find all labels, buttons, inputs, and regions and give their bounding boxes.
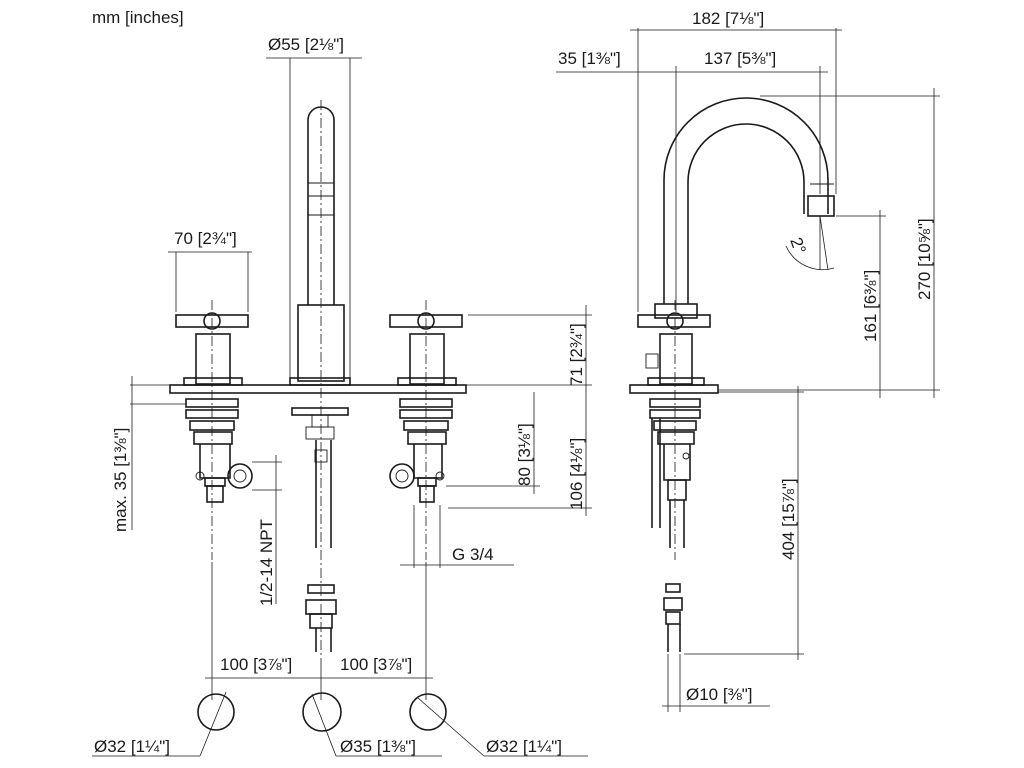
left-valve-connector	[227, 463, 253, 489]
svg-text:80 [3⅛"]: 80 [3⅛"]	[515, 423, 534, 486]
svg-text:Ø55 [2⅛"]: Ø55 [2⅛"]	[268, 35, 344, 54]
side-view: 182 [7⅛"] 35 [1⅜"] 137 [5⅜"] 270 [10⅝"] …	[556, 9, 940, 712]
svg-text:35 [1⅜"]: 35 [1⅜"]	[558, 49, 621, 68]
svg-text:106 [4⅛"]: 106 [4⅛"]	[567, 438, 586, 510]
svg-text:182 [7⅛"]: 182 [7⅛"]	[692, 9, 764, 28]
dim-handle-width: 70 [2¾"]	[168, 229, 252, 312]
svg-text:270 [10⅝"]: 270 [10⅝"]	[915, 218, 934, 300]
side-spout	[654, 97, 835, 319]
svg-text:100 [3⅞"]: 100 [3⅞"]	[340, 655, 412, 674]
hole-left	[197, 693, 235, 731]
spout	[289, 100, 351, 660]
svg-text:Ø10 [⅜"]: Ø10 [⅜"]	[686, 685, 753, 704]
right-valve	[389, 300, 463, 560]
side-deck-plate	[629, 384, 719, 394]
svg-text:100 [3⅞"]: 100 [3⅞"]	[220, 655, 292, 674]
dim-height-270: 270 [10⅝"]	[718, 88, 940, 398]
svg-text:G 3/4: G 3/4	[452, 545, 494, 564]
hole-center	[302, 692, 342, 732]
dim-overall-182: 182 [7⅛"]	[630, 9, 842, 312]
dim-hose-diameter: Ø10 [⅜"]	[662, 654, 770, 712]
dim-g34: G 3/4	[400, 505, 514, 568]
svg-text:Ø32 [1¼"]: Ø32 [1¼"]	[486, 737, 562, 756]
svg-text:2°: 2°	[786, 235, 809, 257]
deck-plate	[169, 384, 467, 394]
mounting-holes: Ø32 [1¼"] Ø35 [1⅜"] Ø32 [1¼"]	[92, 691, 588, 757]
dim-spout-diameter: Ø55 [2⅛"]	[266, 35, 362, 378]
svg-text:71 [2¾"]: 71 [2¾"]	[567, 323, 586, 386]
svg-text:404 [15⅞"]: 404 [15⅞"]	[779, 478, 798, 560]
dim-npt: 1/2-14 NPT	[252, 455, 282, 606]
svg-text:161 [6⅜"]: 161 [6⅜"]	[861, 270, 880, 342]
dim-hole-spacing: 100 [3⅞"] 100 [3⅞"]	[205, 562, 433, 700]
svg-text:1/2-14 NPT: 1/2-14 NPT	[257, 519, 276, 606]
dim-angle: 2°	[785, 215, 835, 271]
dim-hose-404: 404 [15⅞"]	[684, 386, 804, 660]
svg-text:Ø32 [1¼"]: Ø32 [1¼"]	[94, 737, 170, 756]
right-valve-connector	[389, 463, 415, 489]
svg-text:max. 35 [1⅜"]: max. 35 [1⅜"]	[111, 428, 130, 532]
dim-max-deck: max. 35 [1⅜"]	[111, 376, 186, 532]
side-lower-fitting	[663, 300, 683, 652]
side-handle	[637, 312, 711, 548]
dim-height-161: 161 [6⅜"]	[836, 210, 886, 398]
svg-text:137 [5⅜"]: 137 [5⅜"]	[704, 49, 776, 68]
dim-offset-reach: 35 [1⅜"] 137 [5⅜"]	[556, 49, 828, 312]
svg-text:70 [2¾"]: 70 [2¾"]	[174, 229, 237, 248]
front-view: Ø55 [2⅛"] 70 [2¾"] max. 35 [1⅜"] 1/2-14 …	[92, 35, 592, 757]
dim-valve-heights: 71 [2¾"] 80 [3⅛"] 106 [4⅛"]	[446, 305, 592, 516]
units-label: mm [inches]	[92, 8, 184, 27]
svg-text:Ø35 [1⅜"]: Ø35 [1⅜"]	[340, 737, 416, 756]
left-valve	[175, 300, 253, 560]
hole-right	[409, 693, 447, 731]
